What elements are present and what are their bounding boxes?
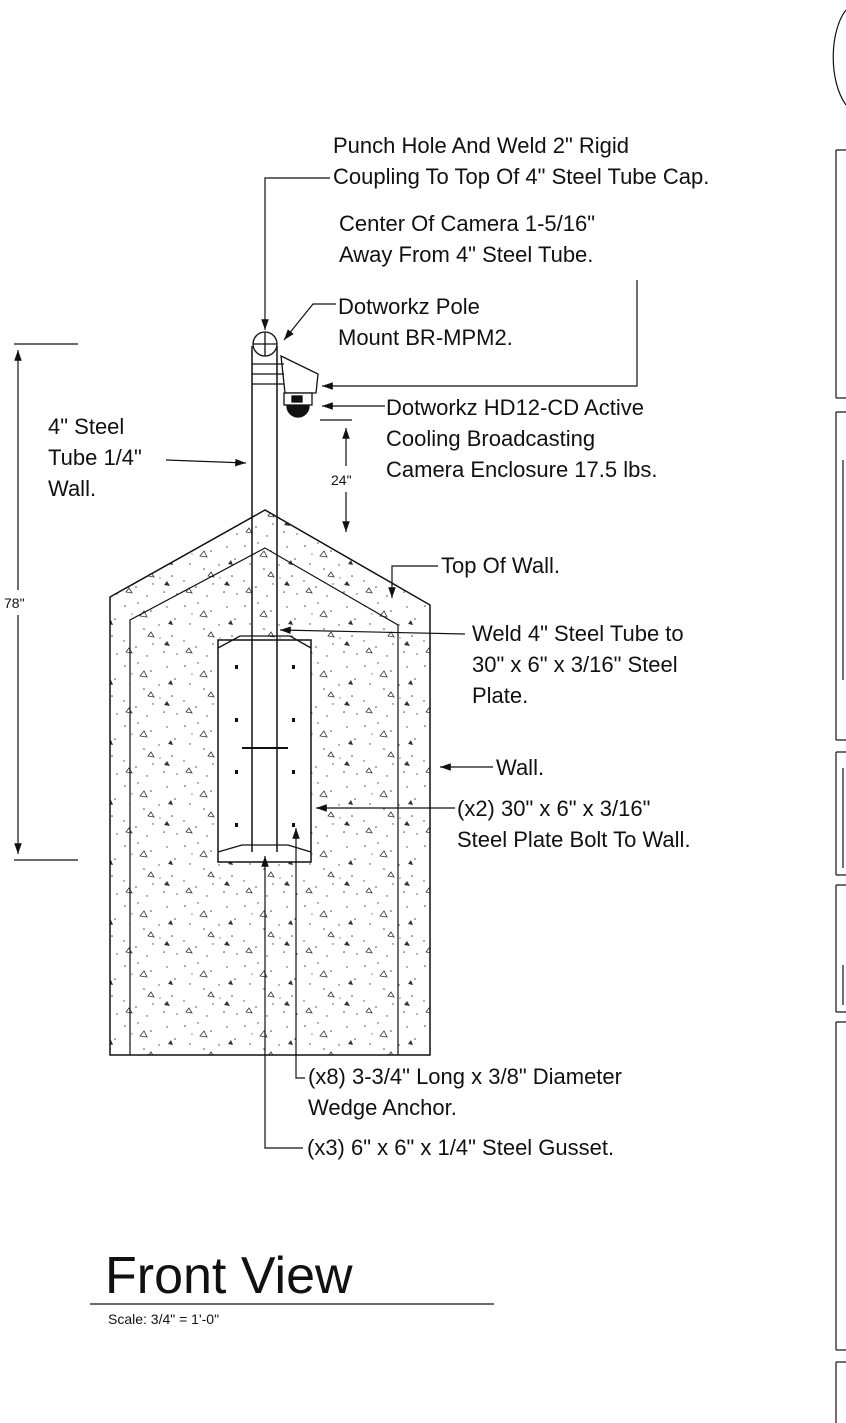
plate-bottom-gusset — [217, 844, 312, 853]
callout-wedge-anchor-line-2: Wedge Anchor. — [308, 1095, 457, 1120]
callout-pole-mount-line-2: Mount BR-MPM2. — [338, 325, 513, 350]
callout-pole-mount: Dotworkz Pole Mount BR-MPM2. — [338, 291, 513, 353]
leaders — [165, 177, 638, 1149]
callout-steel-tube-line-1: 4" Steel — [48, 414, 125, 439]
callout-enclosure: Dotworkz HD12-CD Active Cooling Broadcas… — [386, 392, 657, 485]
anchor-bolts — [235, 665, 295, 827]
callout-coupling-line-1: Punch Hole And Weld 2" Rigid — [333, 133, 630, 158]
steel-plate — [217, 639, 312, 863]
callout-camera-offset: Center Of Camera 1-5/16" Away From 4" St… — [339, 208, 595, 270]
callout-steel-tube: 4" Steel Tube 1/4" Wall. — [48, 411, 142, 504]
callout-top-of-wall: Top Of Wall. — [441, 550, 560, 581]
callout-weld-plate-line-2: 30" x 6" x 3/16" Steel — [472, 652, 678, 677]
wall-inner-line — [129, 547, 399, 1055]
callout-coupling: Punch Hole And Weld 2" Rigid Coupling To… — [333, 130, 709, 192]
callout-steel-plate: (x2) 30" x 6" x 3/16" Steel Plate Bolt T… — [457, 793, 691, 855]
callout-pole-mount-line-1: Dotworkz Pole — [338, 294, 480, 319]
callout-steel-tube-line-3: Wall. — [48, 476, 97, 501]
callout-wedge-anchor: (x8) 3-3/4" Long x 3/8" Diameter Wedge A… — [308, 1061, 622, 1123]
callout-coupling-line-2: Coupling To Top Of 4" Steel Tube Cap. — [333, 164, 710, 189]
callout-gusset: (x3) 6" x 6" x 1/4" Steel Gusset. — [307, 1132, 614, 1163]
callout-steel-tube-line-2: Tube 1/4" — [48, 445, 142, 470]
callout-wall: Wall. — [496, 752, 544, 783]
callout-camera-offset-line-1: Center Of Camera 1-5/16" — [339, 211, 596, 236]
dimension-lines — [14, 343, 352, 861]
plate-top-gusset — [217, 635, 312, 649]
callout-wedge-anchor-line-1: (x8) 3-3/4" Long x 3/8" Diameter — [308, 1064, 622, 1089]
callout-enclosure-line-2: Cooling Broadcasting — [386, 426, 596, 451]
callout-gusset-line-1: (x3) 6" x 6" x 1/4" Steel Gusset. — [307, 1135, 615, 1160]
callout-camera-offset-line-2: Away From 4" Steel Tube. — [339, 242, 594, 267]
camera-clearance-dimension: 24" — [331, 472, 352, 488]
callout-weld-plate-line-3: Plate. — [472, 683, 529, 708]
pole-mount — [252, 354, 319, 394]
overall-height-dimension: 78" — [4, 595, 25, 611]
callout-enclosure-line-3: Camera Enclosure 17.5 lbs. — [386, 457, 658, 482]
callout-wall-line-1: Wall. — [496, 755, 545, 780]
rigid-coupling — [252, 331, 278, 357]
callout-weld-plate-line-1: Weld 4" Steel Tube to — [472, 621, 684, 646]
callout-enclosure-line-1: Dotworkz HD12-CD Active — [386, 395, 644, 420]
callout-top-of-wall-line-1: Top Of Wall. — [441, 553, 560, 578]
callout-steel-plate-line-1: (x2) 30" x 6" x 3/16" — [457, 796, 651, 821]
callout-weld-plate: Weld 4" Steel Tube to 30" x 6" x 3/16" S… — [472, 618, 684, 711]
camera-enclosure — [283, 392, 313, 418]
title-block-border — [832, 9, 846, 1423]
callout-steel-plate-line-2: Steel Plate Bolt To Wall. — [457, 827, 691, 852]
view-scale: Scale: 3/4" = 1'-0" — [108, 1311, 220, 1327]
view-title: Front View — [105, 1247, 353, 1305]
